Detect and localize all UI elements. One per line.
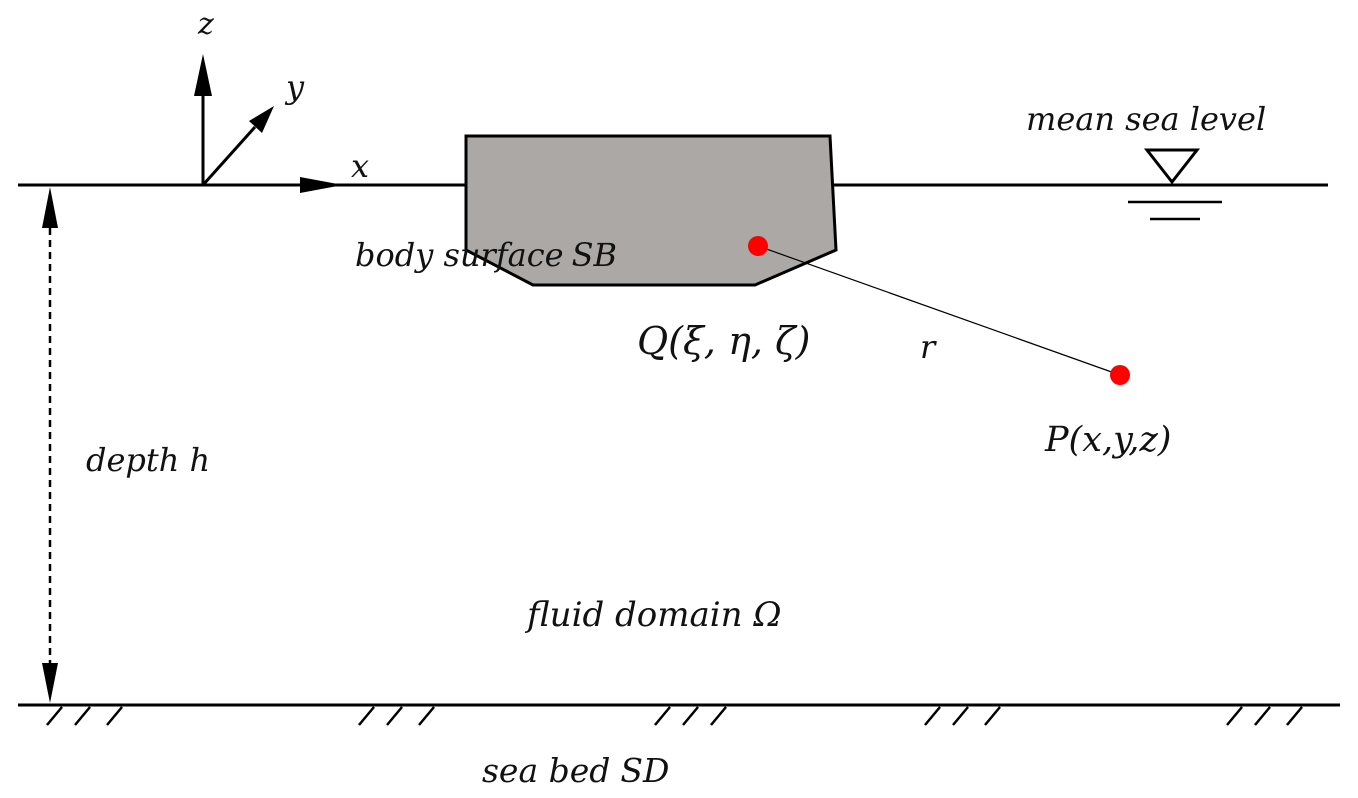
point-q-label: Q(ξ, η, ζ) <box>637 319 810 363</box>
x-axis-label: x <box>351 147 369 185</box>
distance-r-label: r <box>920 328 937 366</box>
distance-line-r <box>757 245 1121 376</box>
x-axis-arrowhead <box>300 177 343 193</box>
fluid-domain-label: fluid domain Ω <box>524 595 782 635</box>
floating-body <box>464 134 838 287</box>
depth-label: depth h <box>86 441 210 479</box>
y-axis-arrowhead <box>249 106 274 133</box>
z-axis-label: z <box>197 7 214 42</box>
z-axis-arrowhead <box>194 54 212 96</box>
point-p-marker <box>1110 365 1130 385</box>
point-q-marker <box>748 236 768 256</box>
sea-bed-hatching <box>46 706 1303 726</box>
depth-arrowhead-top <box>42 187 58 228</box>
depth-arrowhead-bottom <box>42 663 58 703</box>
y-axis-label: y <box>284 68 305 106</box>
point-p-label: P(x,y,z) <box>1044 420 1171 460</box>
depth-dimension <box>42 187 58 703</box>
sea-level-triangle-icon <box>1143 148 1201 185</box>
mean-sea-level-label: mean sea level <box>1026 100 1266 138</box>
y-axis-arrow <box>201 125 257 187</box>
mean-sea-level-symbol <box>1128 148 1222 221</box>
coordinate-axes <box>194 54 343 193</box>
